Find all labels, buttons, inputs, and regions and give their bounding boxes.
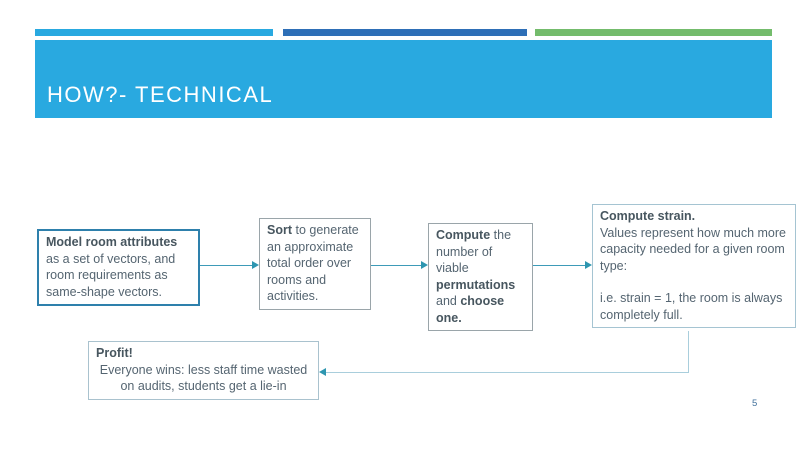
flow-box-permutations-bold-3: choose one. <box>436 294 505 325</box>
flow-box-strain-para1: Values represent how much more capacity … <box>600 225 786 273</box>
flow-box-permutations-bold-1: Compute <box>436 228 494 242</box>
connector-arrow-1-head-icon <box>252 261 259 269</box>
page-number: 5 <box>752 398 758 409</box>
accent-bar-cyan <box>35 29 273 36</box>
flow-box-model-bold-text: Model room attributes <box>46 235 178 249</box>
elbow-connector-vertical-line <box>688 331 689 372</box>
flow-box-sort-text: to generate an approximate total order o… <box>267 223 359 303</box>
connector-arrow-1-line <box>200 265 252 266</box>
flow-box-model-text: as a set of vectors, and room requiremen… <box>46 251 176 299</box>
flow-box-strain-blank-line <box>600 274 788 290</box>
connector-arrow-3-line <box>533 265 585 266</box>
flow-box-strain: Compute strain. Values represent how muc… <box>592 204 796 328</box>
title-banner: HOW?- TECHNICAL <box>35 40 772 118</box>
flow-box-profit-title: Profit! <box>96 346 133 360</box>
accent-bar-blue <box>283 29 527 36</box>
flow-box-strain-title: Compute strain. <box>600 209 696 223</box>
elbow-connector-horizontal-line <box>325 372 689 373</box>
connector-arrow-3-head-icon <box>585 261 592 269</box>
flow-box-profit: Profit! Everyone wins: less staff time w… <box>88 341 319 400</box>
flow-box-model-attributes: Model room attributes as a set of vector… <box>37 229 200 306</box>
flow-box-strain-para2: i.e. strain = 1, the room is always comp… <box>600 291 783 322</box>
connector-arrow-2-head-icon <box>421 261 428 269</box>
flow-box-sort: Sort to generate an approximate total or… <box>259 218 371 310</box>
accent-bar-green <box>535 29 772 36</box>
flow-box-permutations-text-2: and <box>436 294 461 308</box>
flow-box-permutations-bold-2: permutations <box>436 277 516 292</box>
elbow-connector-head-icon <box>319 368 326 376</box>
page-title: HOW?- TECHNICAL <box>47 82 274 107</box>
connector-arrow-2-line <box>371 265 421 266</box>
flow-box-profit-text: Everyone wins: less staff time wasted on… <box>99 362 308 394</box>
flow-box-permutations-text-1: the number of viable <box>436 228 512 275</box>
flow-box-permutations: Compute the number of viable permutation… <box>428 223 533 331</box>
flow-box-sort-bold-text: Sort <box>267 223 296 237</box>
